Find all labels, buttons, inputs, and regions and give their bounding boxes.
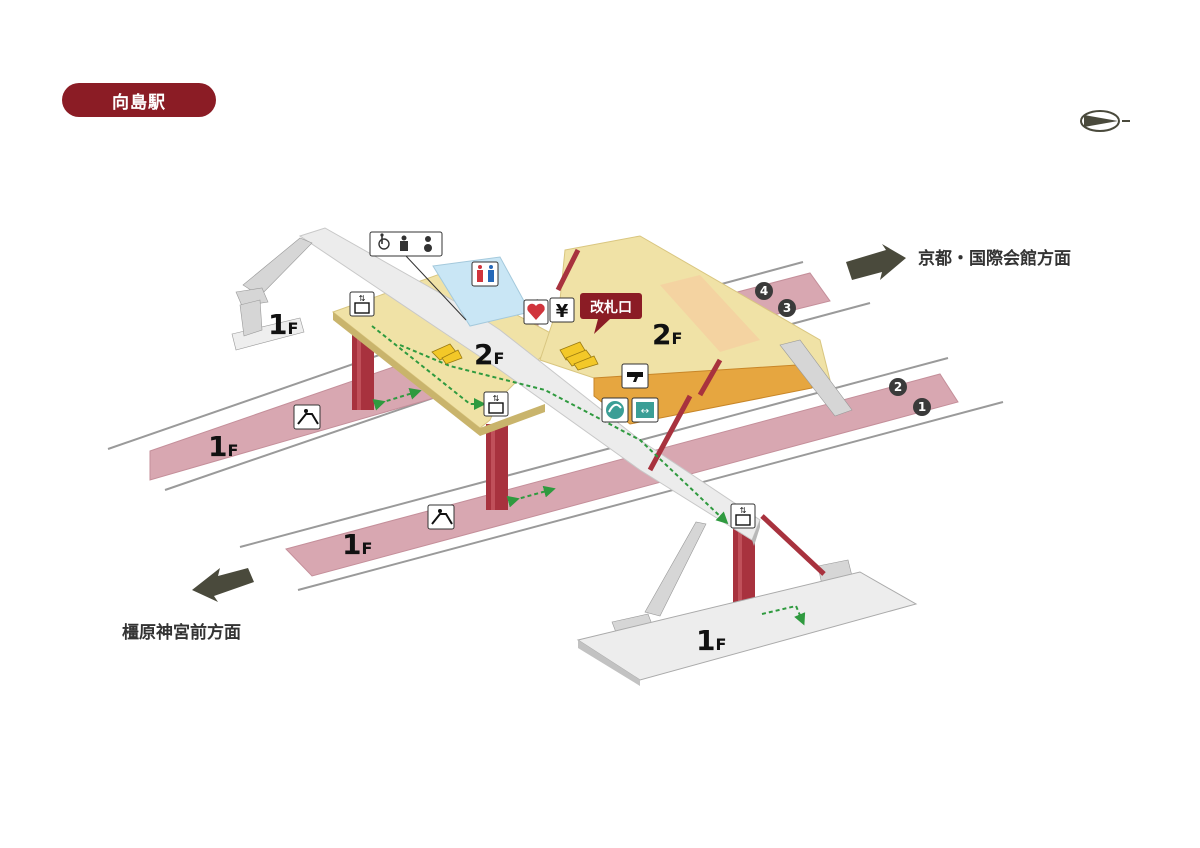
platform-number-2: 2	[889, 378, 907, 396]
restroom-icon	[471, 261, 499, 287]
floor-label-1f-bottom: 1F	[696, 624, 726, 657]
escalators	[555, 248, 826, 576]
svg-text:⇅: ⇅	[740, 506, 747, 515]
elevator-icon-middle: ⇅	[483, 391, 509, 417]
gate-label: 改札口	[590, 299, 632, 316]
elevator-shafts	[352, 318, 755, 626]
platform-number-4: 4	[755, 282, 773, 300]
escalator-icon-middle	[427, 504, 455, 530]
platform-number-3: 3	[778, 299, 796, 317]
yen-icon: ¥	[549, 297, 575, 323]
floor-label-2f-left: 2F	[474, 338, 504, 371]
platform-numbers: 4 3 2 1	[755, 282, 931, 416]
svg-text:4: 4	[760, 284, 768, 298]
gate-label-callout: 改札口	[580, 293, 642, 334]
svg-text:1: 1	[918, 400, 926, 414]
elevator-icon: ⇅	[349, 291, 375, 317]
wheelchair-icon	[378, 233, 390, 250]
direction-kyoto-label: 京都・国際会館方面	[918, 249, 1071, 269]
direction-arrow-kyoto-icon	[846, 244, 906, 280]
waiting-seat-icon	[621, 363, 649, 389]
baby-care-icon	[424, 236, 432, 252]
platform-number-1: 1	[913, 398, 931, 416]
facility-icons-restroom-group	[369, 231, 467, 321]
floor-label-2f-right: 2F	[652, 318, 682, 351]
elevator-shaft-middle	[486, 424, 508, 510]
escalator-icon-left	[293, 404, 321, 430]
svg-text:¥: ¥	[556, 301, 569, 322]
svg-text:2: 2	[894, 380, 902, 394]
ostomate-icon	[400, 235, 408, 251]
elevator-icon-bottom: ⇅	[730, 503, 756, 529]
stairs-top-left	[231, 237, 313, 351]
aed-icon	[523, 299, 549, 325]
direction-kashihara-label: 橿原神宮前方面	[122, 623, 241, 643]
svg-text:⇅: ⇅	[359, 294, 366, 303]
floor-label-1f-left: 1F	[208, 430, 238, 463]
direction-arrow-kashihara-icon	[192, 568, 254, 602]
svg-text:⇅: ⇅	[493, 394, 500, 403]
floor-labels: 1F 2F 2F 1F 1F 1F	[208, 308, 726, 657]
floor-label-1f-topleft: 1F	[268, 308, 298, 341]
svg-text:↔: ↔	[641, 406, 649, 417]
station-name-badge: 向島駅	[62, 83, 216, 117]
route-guides	[371, 325, 806, 626]
floor-label-1f-middle: 1F	[342, 528, 372, 561]
stairs-right	[779, 339, 853, 417]
transfer-icon	[601, 397, 629, 423]
svg-text:3: 3	[783, 301, 791, 315]
info-icon: ↔	[631, 397, 659, 423]
north-arrow-icon	[1080, 110, 1130, 132]
ticket-machines	[431, 341, 599, 371]
